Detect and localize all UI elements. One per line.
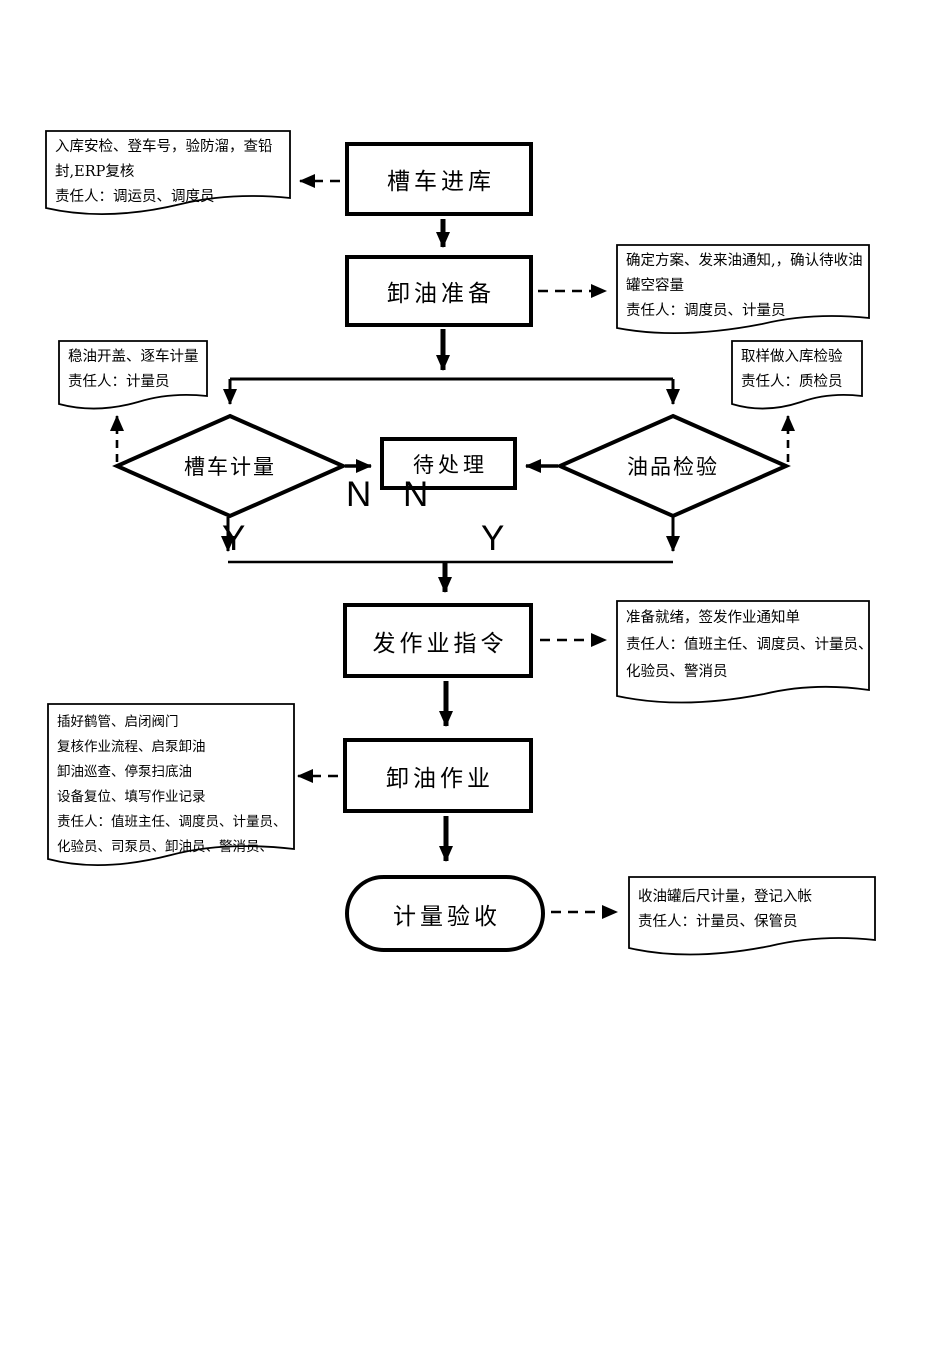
annotation-prep: 确定方案、发来油通知,，确认待收油 罐空容量 责任人：调度员、计量员 [616, 244, 870, 346]
annotation-entry-shape [45, 130, 291, 216]
branch-label-n-mid: N [403, 475, 429, 514]
annotation-inspect-line1: 取样做入库检验 [741, 349, 843, 365]
annotation-entry-line3: 责任人：调运员、调度员 [55, 189, 215, 205]
annotation-prep-line2: 罐空容量 [626, 278, 684, 294]
branch-label-y-right: Y [481, 519, 505, 558]
decision-tanker-measure-shape [112, 413, 348, 519]
decision-oil-inspect-shape [555, 413, 791, 519]
annotation-measure: 稳油开盖、逐车计量 责任人：计量员 [58, 340, 208, 420]
annotation-operation-line4: 设备复位、填写作业记录 [57, 789, 206, 805]
annotation-entry: 入库安检、登车号，验防溜，查铅 封,ERP复核 责任人：调运员、调度员 [45, 130, 291, 226]
process-pending-label: 待处理 [413, 452, 488, 477]
process-unload-operation: 卸油作业 [343, 738, 533, 813]
annotation-accept-line1: 收油罐后尺计量，登记入帐 [638, 889, 812, 905]
annotation-measure-line1: 稳油开盖、逐车计量 [68, 349, 199, 365]
annotation-inspect-shape [731, 340, 863, 410]
annotation-entry-line1: 入库安检、登车号，验防溜，查铅 [55, 139, 273, 155]
process-tanker-entry-label: 槽车进库 [387, 169, 495, 195]
branch-label-y-left: Y [222, 519, 246, 558]
annotation-operation-line6: 化验员、司泵员、卸油员、警消员、 [57, 839, 273, 855]
annotation-operation-line3: 卸油巡查、停泵扫底油 [57, 764, 192, 780]
annotation-prep-shape [616, 244, 870, 335]
process-unload-prep-label: 卸油准备 [387, 281, 495, 307]
annotation-accept: 收油罐后尺计量，登记入帐 责任人：计量员、保管员 [628, 876, 876, 968]
annotation-operation-line1: 插好鹤管、启闭阀门 [57, 714, 179, 730]
process-unload-prep: 卸油准备 [345, 255, 533, 327]
process-issue-order: 发作业指令 [343, 603, 533, 678]
process-tanker-entry: 槽车进库 [345, 142, 533, 216]
terminator-measure-accept: 计量验收 [345, 875, 545, 952]
process-pending: 待处理 [380, 437, 517, 490]
annotation-operation-line5: 责任人：值班主任、调度员、计量员、 [57, 814, 287, 830]
annotation-inspect-line2: 责任人：质检员 [741, 374, 843, 390]
annotation-inspect: 取样做入库检验 责任人：质检员 [731, 340, 863, 420]
annotation-measure-shape [58, 340, 208, 410]
annotation-entry-line2: 封,ERP复核 [55, 164, 135, 180]
annotation-order-line3: 化验员、警消员 [626, 664, 728, 680]
annotation-accept-shape [628, 876, 876, 956]
annotation-accept-line2: 责任人：计量员、保管员 [638, 914, 798, 930]
annotation-order-line2: 责任人：值班主任、调度员、计量员、 [626, 637, 873, 653]
annotation-prep-line3: 责任人：调度员、计量员 [626, 303, 786, 319]
annotation-order-shape [616, 600, 870, 704]
annotation-order: 准备就绪，签发作业通知单 责任人：值班主任、调度员、计量员、 化验员、警消员 [616, 600, 873, 718]
branch-label-n-left: N [346, 475, 372, 514]
annotation-order-line1: 准备就绪，签发作业通知单 [626, 610, 800, 626]
annotation-operation: 插好鹤管、启闭阀门 复核作业流程、启泵卸油 卸油巡查、停泵扫底油 设备复位、填写… [47, 703, 295, 881]
annotation-prep-line1: 确定方案、发来油通知,，确认待收油 [626, 253, 863, 269]
terminator-measure-accept-label: 计量验收 [393, 903, 501, 930]
process-issue-order-label: 发作业指令 [372, 630, 508, 657]
annotation-operation-shape [47, 703, 295, 867]
annotation-operation-line2: 复核作业流程、启泵卸油 [57, 739, 206, 755]
process-unload-operation-label: 卸油作业 [386, 765, 494, 792]
annotation-measure-line2: 责任人：计量员 [68, 374, 170, 390]
